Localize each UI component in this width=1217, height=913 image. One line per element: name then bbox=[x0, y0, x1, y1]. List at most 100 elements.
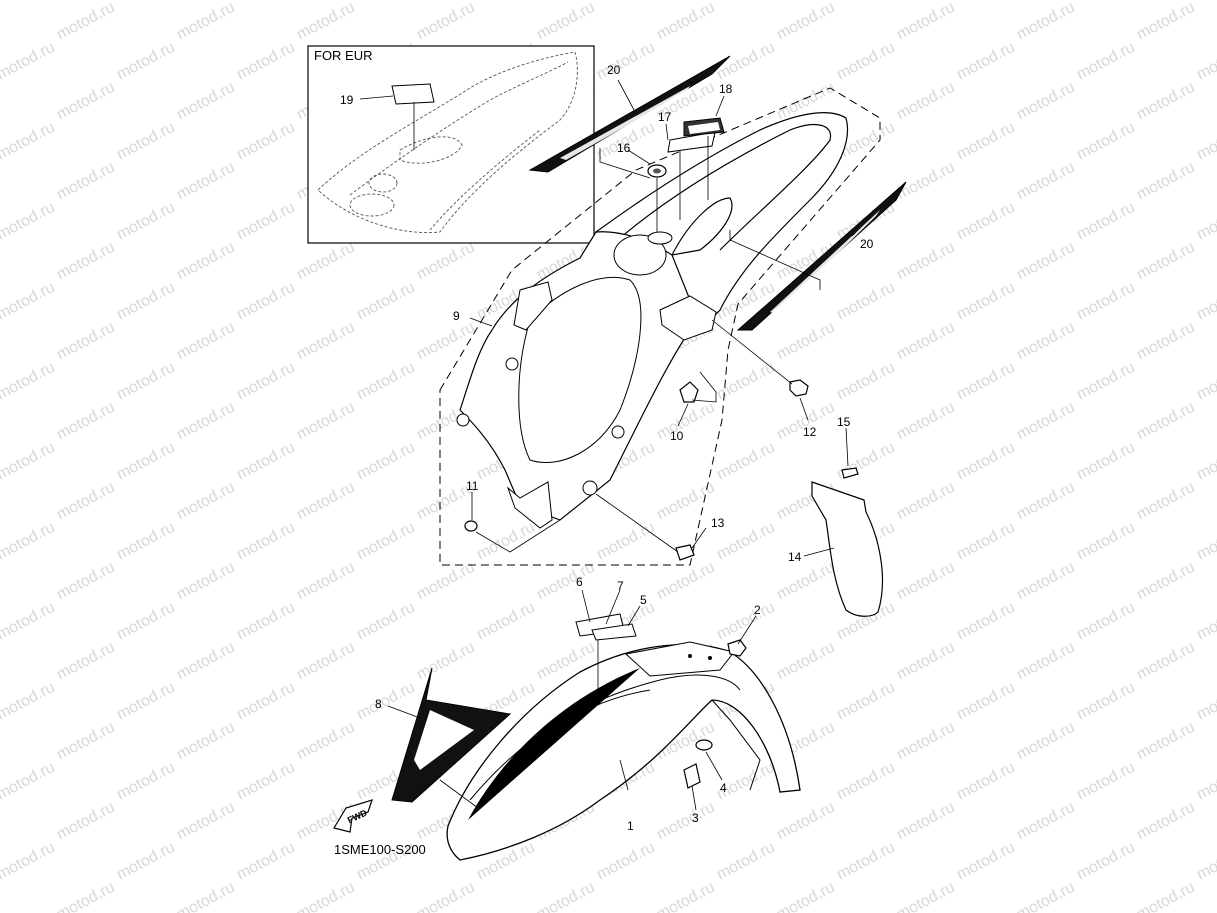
watermark-text: motod.ru bbox=[1194, 39, 1217, 84]
watermark-text: motod.ru bbox=[654, 559, 718, 604]
watermark-text: motod.ru bbox=[774, 639, 838, 684]
callout-17: 17 bbox=[658, 110, 672, 124]
watermark-text: motod.ru bbox=[654, 0, 718, 44]
watermark-text: motod.ru bbox=[1134, 639, 1198, 684]
watermark-text: motod.ru bbox=[1074, 39, 1138, 84]
watermark-text: motod.ru bbox=[1014, 479, 1078, 524]
watermark-text: motod.ru bbox=[894, 399, 958, 444]
watermark-text: motod.ru bbox=[1134, 559, 1198, 604]
watermark-text: motod.ru bbox=[0, 359, 58, 404]
watermark-text: motod.ru bbox=[954, 0, 1018, 4]
watermark-text: motod.ru bbox=[1194, 759, 1217, 804]
watermark-text: motod.ru bbox=[0, 39, 58, 84]
watermark-text: motod.ru bbox=[234, 199, 298, 244]
watermark-text: motod.ru bbox=[234, 0, 298, 4]
watermark-text: motod.ru bbox=[594, 39, 658, 84]
watermark-text: motod.ru bbox=[1074, 359, 1138, 404]
watermark-text: motod.ru bbox=[174, 319, 238, 364]
inset-for-eur: FOR EUR bbox=[307, 45, 595, 244]
watermark-text: motod.ru bbox=[774, 319, 838, 364]
watermark-text: motod.ru bbox=[294, 639, 358, 684]
callout-19: 19 bbox=[340, 93, 354, 107]
watermark-text: motod.ru bbox=[114, 439, 178, 484]
watermark-text: motod.ru bbox=[954, 439, 1018, 484]
watermark-text: motod.ru bbox=[54, 879, 118, 913]
watermark-text: motod.ru bbox=[354, 0, 418, 4]
watermark-text: motod.ru bbox=[834, 39, 898, 84]
part-16-grommet bbox=[647, 164, 667, 178]
watermark-text: motod.ru bbox=[114, 359, 178, 404]
stickers-5-6-7 bbox=[575, 613, 637, 641]
callout-7: 7 bbox=[617, 579, 624, 593]
callout-1: 1 bbox=[627, 819, 634, 833]
watermark-text: motod.ru bbox=[294, 719, 358, 764]
watermark-text: motod.ru bbox=[114, 0, 178, 4]
watermark-text: motod.ru bbox=[894, 559, 958, 604]
callout-18: 18 bbox=[719, 82, 733, 96]
watermark-text: motod.ru bbox=[1194, 0, 1217, 4]
watermark-text: motod.ru bbox=[1194, 599, 1217, 644]
part-13-bolt bbox=[675, 544, 695, 561]
watermark-text: motod.ru bbox=[954, 359, 1018, 404]
watermark-text: motod.ru bbox=[414, 639, 478, 684]
watermark-text: motod.ru bbox=[1074, 759, 1138, 804]
watermark-text: motod.ru bbox=[354, 519, 418, 564]
watermark-text: motod.ru bbox=[414, 0, 478, 44]
watermark-text: motod.ru bbox=[834, 279, 898, 324]
watermark-text: motod.ru bbox=[894, 239, 958, 284]
watermark-text: motod.ru bbox=[294, 479, 358, 524]
watermark-text: motod.ru bbox=[954, 39, 1018, 84]
callout-15: 15 bbox=[837, 415, 851, 429]
watermark-text: motod.ru bbox=[54, 79, 118, 124]
watermark-text: motod.ru bbox=[774, 0, 838, 44]
watermark-text: motod.ru bbox=[1014, 399, 1078, 444]
watermark-text: motod.ru bbox=[774, 879, 838, 913]
watermark-text: motod.ru bbox=[894, 159, 958, 204]
callout-20-upper: 20 bbox=[607, 63, 621, 77]
watermark-text: motod.ru bbox=[54, 639, 118, 684]
watermark-text: motod.ru bbox=[1014, 239, 1078, 284]
watermark-text: motod.ru bbox=[594, 0, 658, 4]
watermark-text: motod.ru bbox=[714, 839, 778, 884]
watermark-text: motod.ru bbox=[174, 479, 238, 524]
watermark-text: motod.ru bbox=[0, 199, 58, 244]
watermark-text: motod.ru bbox=[894, 719, 958, 764]
watermark-text: motod.ru bbox=[1134, 79, 1198, 124]
watermark-text: motod.ru bbox=[774, 559, 838, 604]
watermark-text: motod.ru bbox=[174, 879, 238, 913]
decal-8-chevron bbox=[391, 667, 512, 803]
watermark-text: motod.ru bbox=[654, 399, 718, 444]
watermark-text: motod.ru bbox=[534, 879, 598, 913]
watermark-text: motod.ru bbox=[954, 519, 1018, 564]
watermark-text: motod.ru bbox=[114, 519, 178, 564]
watermark-text: motod.ru bbox=[54, 0, 118, 44]
watermark-text: motod.ru bbox=[174, 559, 238, 604]
watermark-text: motod.ru bbox=[294, 399, 358, 444]
watermark-text: motod.ru bbox=[654, 879, 718, 913]
watermark-text: motod.ru bbox=[1194, 199, 1217, 244]
callout-14: 14 bbox=[788, 550, 802, 564]
watermark-text: motod.ru bbox=[414, 239, 478, 284]
watermark-text: motod.ru bbox=[1134, 719, 1198, 764]
watermark-text: motod.ru bbox=[114, 679, 178, 724]
callout-13: 13 bbox=[711, 516, 725, 530]
watermark-text: motod.ru bbox=[114, 119, 178, 164]
watermark-text: motod.ru bbox=[1194, 839, 1217, 884]
watermark-text: motod.ru bbox=[174, 159, 238, 204]
watermark-text: motod.ru bbox=[1014, 559, 1078, 604]
callout-20-lower: 20 bbox=[860, 237, 874, 251]
watermark-text: motod.ru bbox=[594, 519, 658, 564]
watermark-text: motod.ru bbox=[654, 799, 718, 844]
watermark-text: motod.ru bbox=[1074, 439, 1138, 484]
callout-2: 2 bbox=[754, 603, 761, 617]
watermark-text: motod.ru bbox=[234, 519, 298, 564]
watermark-text: motod.ru bbox=[474, 519, 538, 564]
watermark-text: motod.ru bbox=[894, 879, 958, 913]
watermark-text: motod.ru bbox=[234, 359, 298, 404]
part-12-bolt bbox=[789, 379, 809, 397]
part-11-collar bbox=[464, 520, 478, 532]
watermark-text: motod.ru bbox=[894, 799, 958, 844]
watermark-text: motod.ru bbox=[1134, 479, 1198, 524]
watermark-text: motod.ru bbox=[1134, 239, 1198, 284]
